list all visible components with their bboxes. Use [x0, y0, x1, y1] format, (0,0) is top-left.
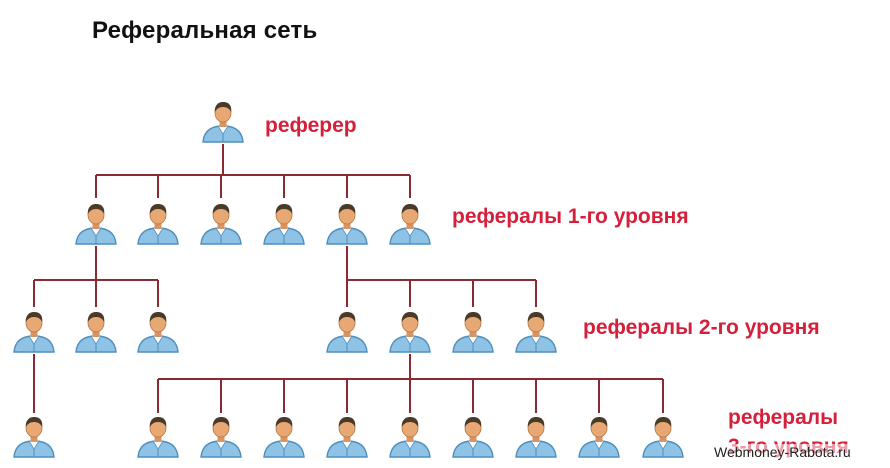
user-avatar-icon [452, 311, 494, 353]
user-avatar-icon [452, 416, 494, 458]
level2-nodes [13, 311, 557, 353]
user-avatar-icon [13, 311, 55, 353]
user-avatar-icon [137, 203, 179, 245]
user-avatar-icon [389, 311, 431, 353]
level-label-referrer: реферер [265, 114, 357, 137]
user-avatar-icon [389, 416, 431, 458]
user-avatar-icon [200, 416, 242, 458]
user-avatar-icon [326, 311, 368, 353]
connector-level1-right-level2 [346, 246, 537, 307]
connector-level1-left-level2 [33, 246, 159, 307]
level1-nodes [75, 203, 431, 245]
user-avatar-icon [389, 203, 431, 245]
user-avatar-icon [578, 416, 620, 458]
user-avatar-icon [515, 416, 557, 458]
user-avatar-icon [263, 203, 305, 245]
user-avatar-icon [326, 416, 368, 458]
level-label-level1: рефералы 1-го уровня [452, 205, 689, 228]
diagram-title: Реферальная сеть [92, 17, 318, 44]
user-avatar-icon [137, 416, 179, 458]
user-avatar-icon [515, 311, 557, 353]
referrer-user-icon [202, 101, 244, 143]
connector-level2-level3 [33, 354, 664, 413]
level3-nodes [13, 416, 684, 458]
site-watermark: Webmoney-Rabota.ru [712, 444, 853, 460]
user-avatar-icon [75, 203, 117, 245]
user-avatar-icon [200, 203, 242, 245]
user-avatar-icon [13, 416, 55, 458]
user-avatar-icon [75, 311, 117, 353]
user-avatar-icon [642, 416, 684, 458]
user-avatar-icon [137, 311, 179, 353]
level-label-level3-line1: рефералы [728, 406, 839, 429]
connector-root-level1 [95, 144, 411, 198]
level-label-level2: рефералы 2-го уровня [583, 316, 820, 339]
user-avatar-icon [326, 203, 368, 245]
user-avatar-icon [263, 416, 305, 458]
